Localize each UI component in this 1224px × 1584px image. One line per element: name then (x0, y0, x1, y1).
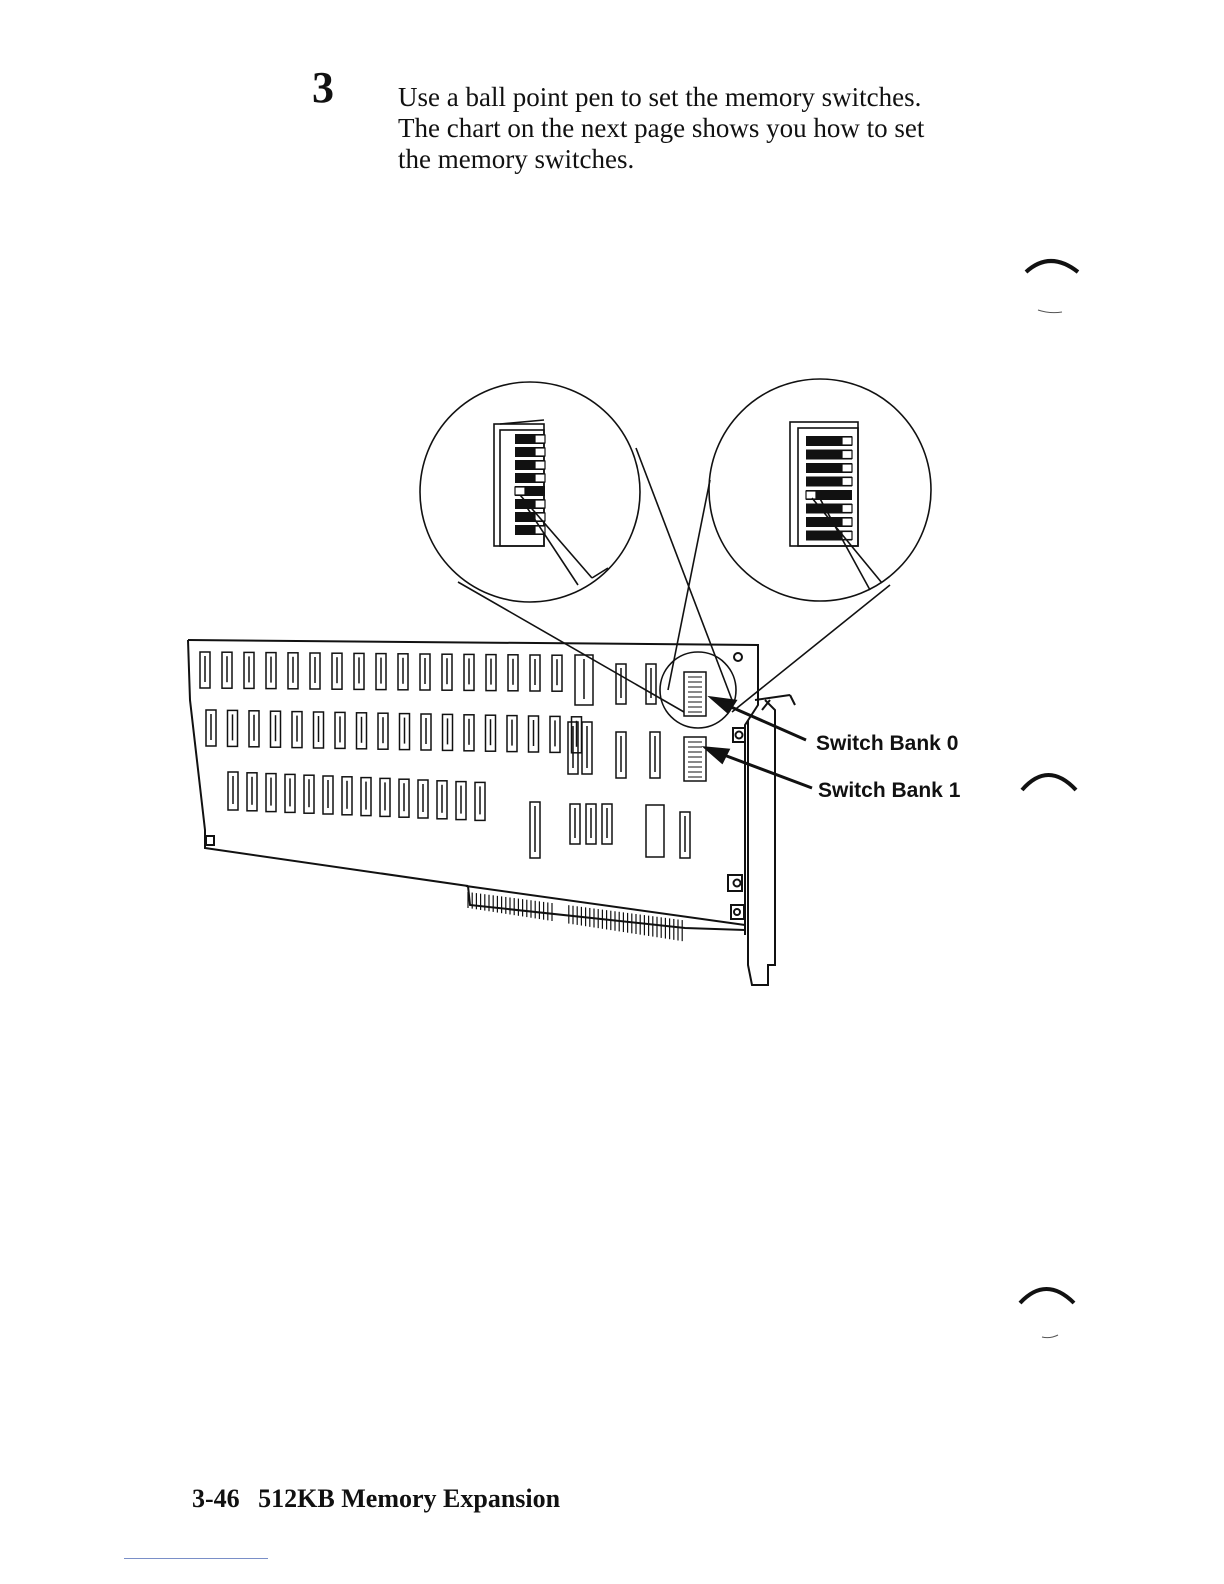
section-title: 512KB Memory Expansion (258, 1484, 560, 1513)
dip-switch-knob (535, 448, 545, 456)
bank1-arrow (716, 752, 812, 788)
dip-switch-knob (806, 491, 816, 499)
switch-bank-0 (684, 672, 706, 716)
dip-switch-knob (842, 478, 852, 486)
page-footer: 3-46 512KB Memory Expansion (192, 1484, 560, 1514)
margin-mark-top (1020, 250, 1090, 320)
dip-switch-knob (842, 451, 852, 459)
memory-chip (646, 805, 664, 857)
switch-bank-1 (684, 737, 706, 781)
footer-rule (124, 1558, 268, 1559)
dip-switch-knob (535, 500, 545, 508)
dip-switch-knob (535, 461, 545, 469)
margin-mark-bottom (1016, 1275, 1086, 1345)
margin-mark-middle (1018, 760, 1088, 800)
switch-bank-0-label: Switch Bank 0 (816, 732, 958, 756)
dip-switch-knob (842, 505, 852, 513)
dip-switch-knob (842, 437, 852, 445)
dip-switch-knob (842, 518, 852, 526)
dip-switch-knob (515, 487, 525, 495)
memory-card (188, 640, 795, 985)
page-number: 3-46 (192, 1484, 240, 1513)
switch-bank-1-label: Switch Bank 1 (818, 779, 960, 803)
dip-switch-knob (842, 464, 852, 472)
dip-switch-knob (535, 435, 545, 443)
dip-switch-knob (535, 474, 545, 482)
